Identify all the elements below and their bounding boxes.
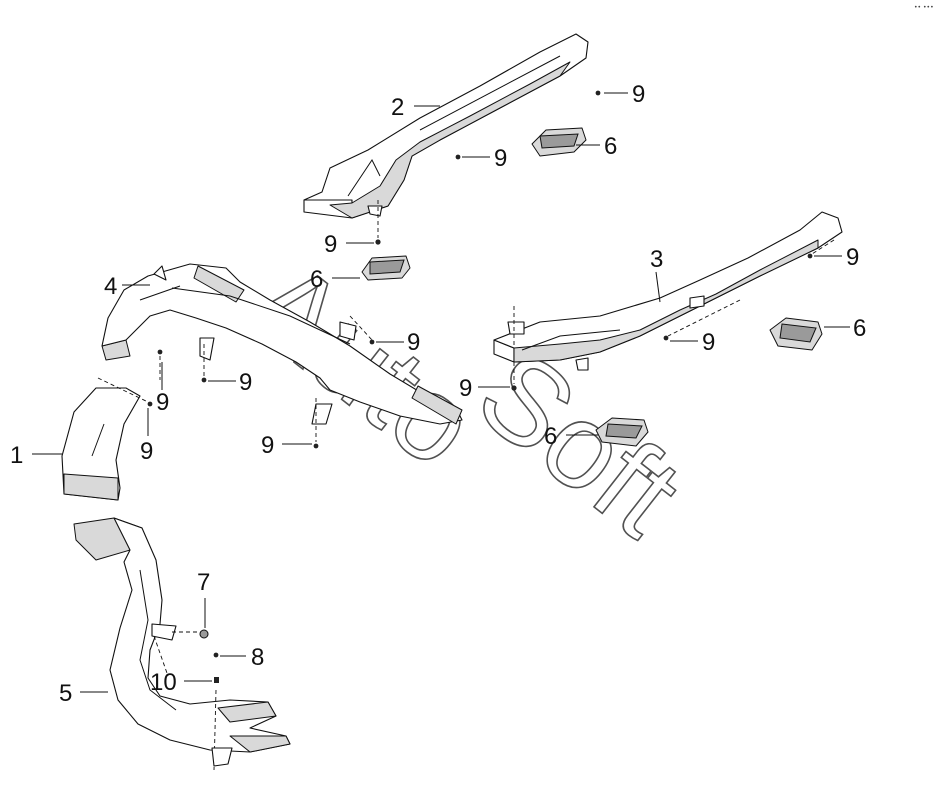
callout-9: 9 (324, 231, 337, 258)
duct-part-2 (303, 33, 589, 245)
callout-3: 3 (650, 246, 663, 273)
corner-mark: •• ••• (914, 4, 934, 11)
callout-9: 9 (494, 145, 507, 172)
duct-part-4 (101, 263, 463, 449)
vent-grille-6d (595, 417, 649, 447)
callout-2: 2 (391, 94, 404, 121)
callout-8: 8 (251, 644, 264, 671)
duct-part-5 (73, 517, 291, 771)
screw-icon (595, 90, 601, 96)
callout-6: 6 (853, 315, 866, 342)
vent-grille-6c (769, 317, 823, 351)
duct-part-1 (61, 349, 163, 501)
callout-5: 5 (59, 680, 72, 707)
callout-7: 7 (197, 569, 210, 596)
callout-9: 9 (239, 369, 252, 396)
callout-9: 9 (459, 375, 472, 402)
callout-6: 6 (604, 133, 617, 160)
callout-labels: 2 9 9 6 9 6 4 3 9 6 9 9 9 9 9 9 6 9 1 7 … (10, 81, 866, 707)
callout-4: 4 (104, 273, 117, 300)
callout-10: 10 (150, 669, 177, 696)
callout-6: 6 (544, 423, 557, 450)
callout-9: 9 (407, 329, 420, 356)
callout-9: 9 (261, 432, 274, 459)
callout-6: 6 (310, 266, 323, 293)
callout-9: 9 (632, 81, 645, 108)
vent-grille-6a (531, 127, 587, 157)
callout-9: 9 (846, 244, 859, 271)
leader-lines (32, 92, 850, 693)
duct-part-3 (493, 211, 843, 391)
callout-9: 9 (156, 389, 169, 416)
screw-icon (455, 154, 461, 160)
vent-grille-6b (361, 255, 411, 281)
callout-9: 9 (702, 329, 715, 356)
callout-9: 9 (140, 438, 153, 465)
callout-1: 1 (10, 442, 23, 469)
